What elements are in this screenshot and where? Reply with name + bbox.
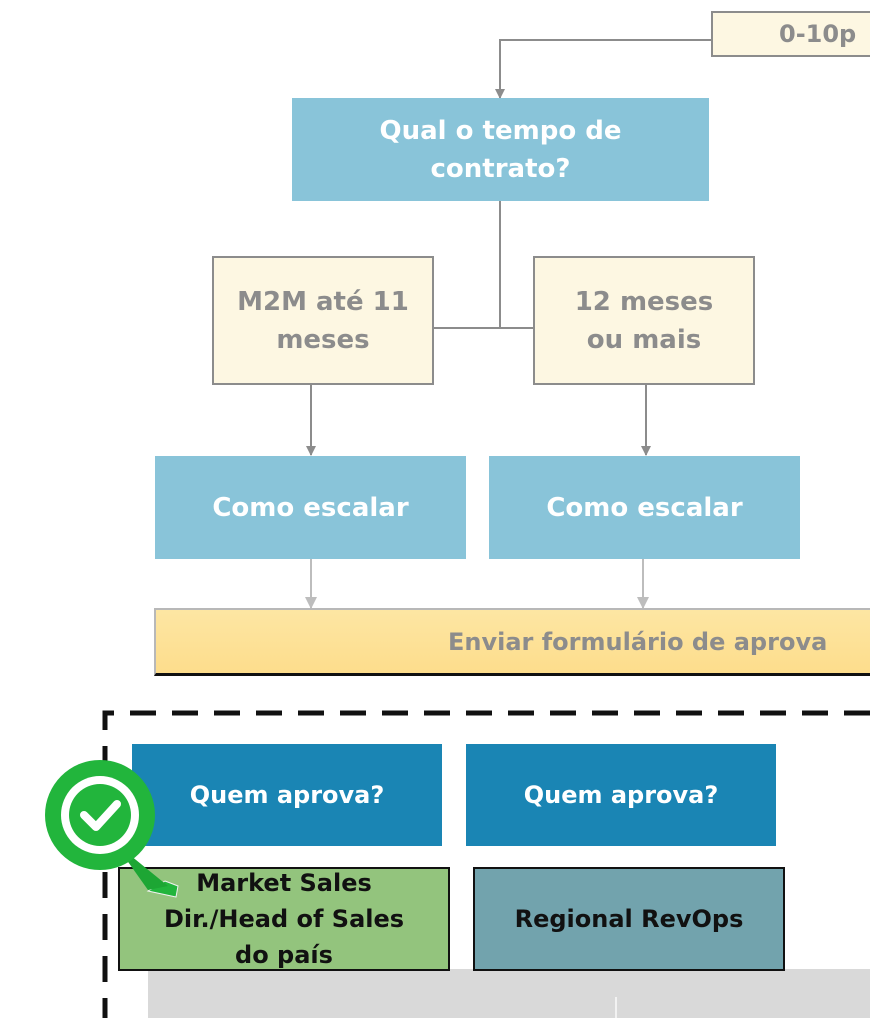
- submit-form-box: Enviar formulário de aprova: [154, 608, 870, 676]
- approver-left-line-1: Market Sales: [196, 869, 372, 897]
- contract-question-box: Qual o tempo de contrato?: [292, 98, 709, 201]
- contract-question-line-2: contrato?: [430, 153, 571, 184]
- escalate-right-box: Como escalar: [489, 456, 800, 559]
- approver-question-right-box: Quem aprova?: [466, 744, 776, 846]
- dashed-region-border: [102, 710, 870, 1018]
- approver-left-line-3: do país: [235, 941, 333, 969]
- approver-question-left-label: Quem aprova?: [189, 781, 385, 809]
- approver-question-left-box: Quem aprova?: [132, 744, 442, 846]
- escalate-left-label: Como escalar: [212, 492, 409, 523]
- escalate-left-box: Como escalar: [155, 456, 466, 559]
- option-m2m-line-1: M2M até 11: [237, 286, 409, 317]
- approver-question-right-label: Quem aprova?: [523, 781, 719, 809]
- check-badge-icon: [45, 760, 179, 898]
- option-m2m-line-2: meses: [276, 324, 370, 355]
- option-12m-line-1: 12 meses: [574, 286, 714, 317]
- submit-form-label: Enviar formulário de aprova: [448, 627, 828, 656]
- approver-left-line-2: Dir./Head of Sales: [163, 905, 405, 933]
- top-range-label: 0-10p: [779, 20, 857, 48]
- option-12m-box: 12 meses ou mais: [533, 256, 755, 385]
- option-m2m-box: M2M até 11 meses: [212, 256, 434, 385]
- escalate-right-label: Como escalar: [546, 492, 743, 523]
- contract-question-line-1: Qual o tempo de: [379, 115, 622, 146]
- approver-right-box: Regional RevOps: [473, 867, 785, 971]
- top-range-box: 0-10p: [711, 11, 870, 57]
- option-12m-line-2: ou mais: [586, 324, 702, 355]
- approver-right-label: Regional RevOps: [514, 905, 744, 933]
- grey-footer-band: [148, 969, 870, 1018]
